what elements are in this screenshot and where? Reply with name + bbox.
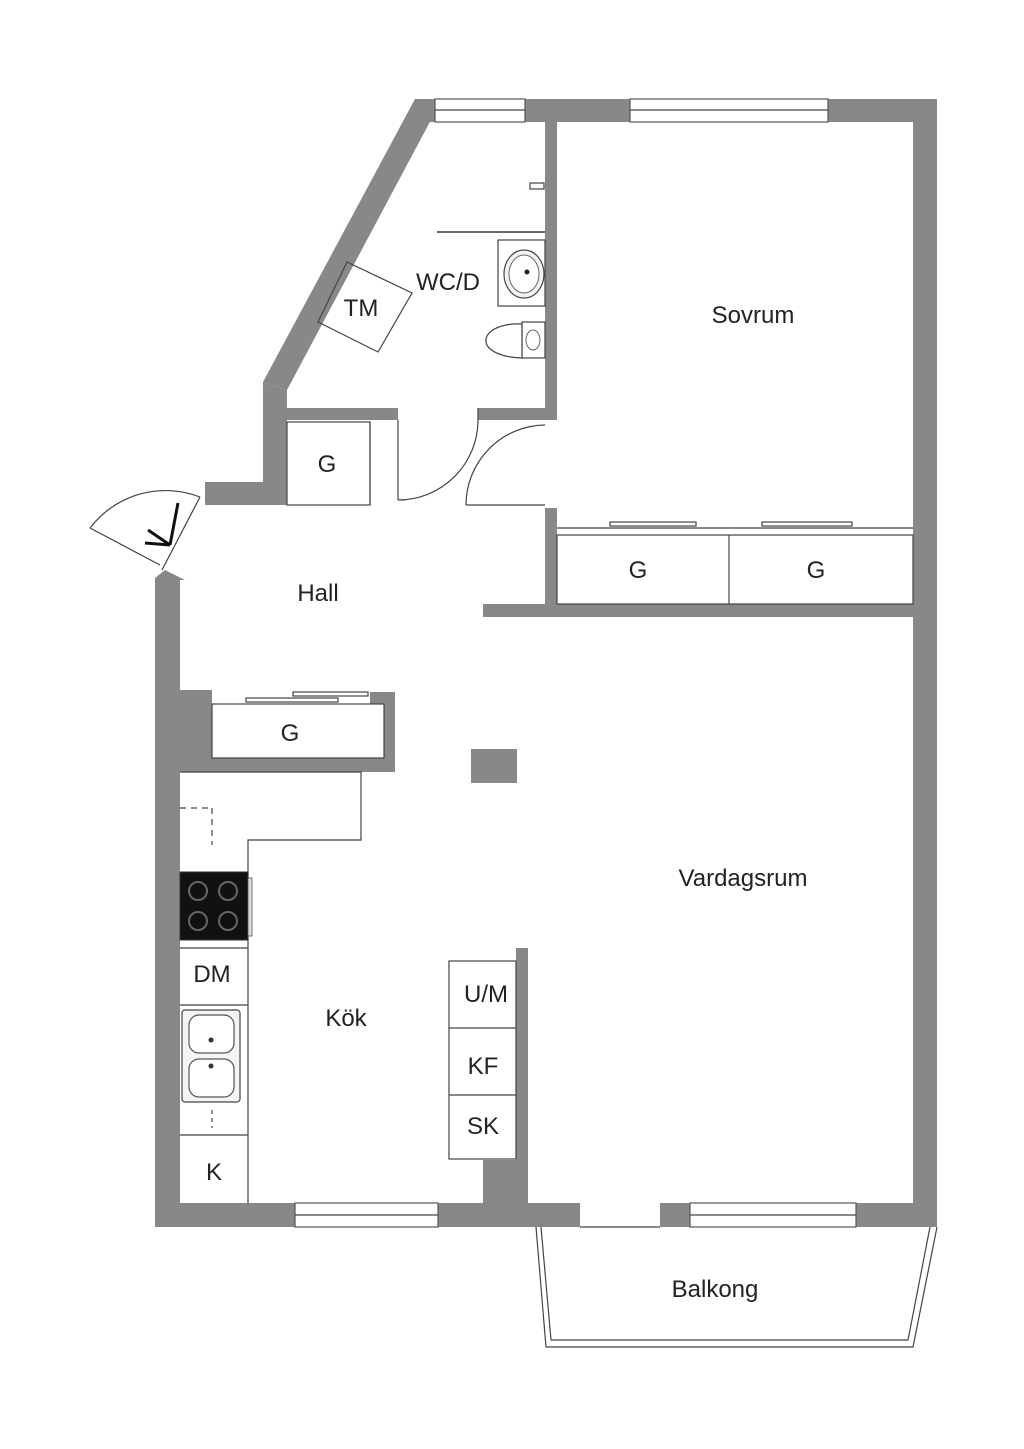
room-label-oven-micro: U/M	[464, 981, 508, 1008]
room-label-hall-closet-2: G	[281, 720, 300, 747]
kitchen-sink-icon	[181, 1009, 241, 1103]
room-label-pantry: SK	[467, 1113, 499, 1140]
room-label-dishwasher: DM	[193, 961, 230, 988]
room-label-cabinet: K	[206, 1159, 222, 1186]
room-label-balcony: Balkong	[672, 1276, 759, 1303]
room-label-bedroom-closet-2: G	[807, 557, 826, 584]
room-label-hall-closet: G	[318, 451, 337, 478]
stove-icon	[179, 871, 253, 941]
windows	[294, 98, 857, 1228]
room-label-fridge-freezer: KF	[468, 1053, 499, 1080]
room-label-wc: WC/D	[416, 269, 480, 296]
room-label-hall: Hall	[297, 580, 338, 607]
interior-lines	[180, 182, 938, 1348]
toilet-icon	[485, 321, 546, 359]
room-label-bedroom-closet-1: G	[629, 557, 648, 584]
door-swings	[89, 408, 546, 571]
walls	[155, 99, 937, 1227]
room-label-washer: TM	[344, 295, 379, 322]
room-label-bedroom: Sovrum	[712, 302, 795, 329]
room-label-kitchen: Kök	[325, 1005, 367, 1032]
room-labels: WC/D TM Sovrum G Hall G G G Vardagsrum K…	[193, 269, 825, 1303]
washbasin-icon	[497, 239, 546, 307]
room-label-living-room: Vardagsrum	[679, 865, 808, 892]
entry-arrow-icon	[144, 502, 180, 547]
